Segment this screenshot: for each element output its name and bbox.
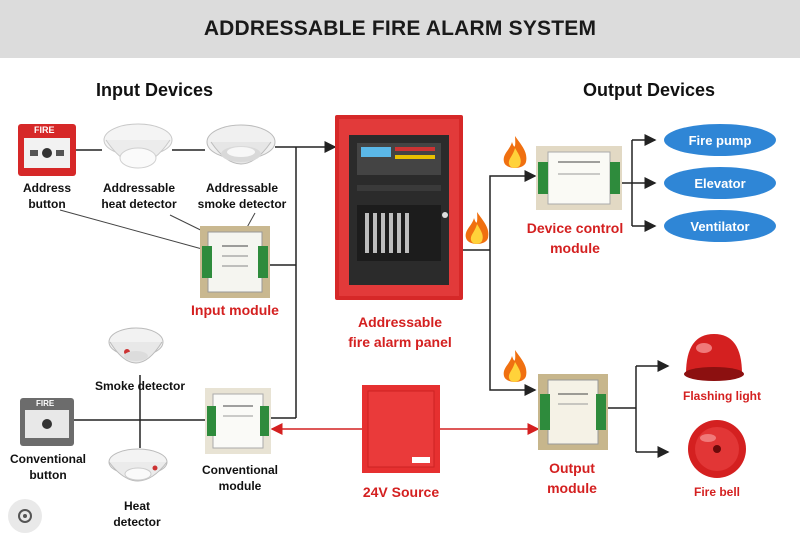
input-module-device <box>200 226 270 303</box>
conv-heat-detector-device <box>107 444 169 499</box>
flame-icon <box>503 350 527 382</box>
smoke-detector-device <box>205 118 277 183</box>
lens-icon[interactable] <box>8 499 42 533</box>
fire-alarm-panel-device <box>335 115 463 305</box>
conventional-module-device <box>205 388 271 459</box>
ventilator-pill: Ventilator <box>664 210 776 242</box>
wire-button-inputmodule <box>59 209 214 253</box>
page-title: ADDRESSABLE FIRE ALARM SYSTEM <box>203 17 597 40</box>
title-bar: ADDRESSABLE FIRE ALARM SYSTEM <box>0 0 800 58</box>
output-module-device <box>538 374 608 455</box>
output-devices-heading: Output Devices <box>583 80 716 100</box>
fire-tag: FIRE <box>34 125 55 135</box>
flame-icon <box>503 136 527 168</box>
wire-to-device-control <box>489 170 537 250</box>
heat-detector-device <box>102 118 174 183</box>
conv-smoke-label: Smoke detector <box>94 379 186 393</box>
wire-to-output-module <box>489 250 537 396</box>
elevator-pill: Elevator <box>664 167 776 199</box>
conventional-button-device: FIRE <box>20 398 74 446</box>
input-devices-heading: Input Devices <box>96 80 214 100</box>
fire-pump-pill: Fire pump <box>664 124 776 156</box>
fire-tag: FIRE <box>36 399 55 408</box>
fire-bell-label: Fire bell <box>693 485 740 499</box>
device-control-module-device <box>536 146 622 215</box>
power-source-label: 24V Source <box>362 484 440 500</box>
conv-smoke-detector-device <box>107 322 165 379</box>
power-supply-device <box>362 379 450 478</box>
flashing-light-device <box>682 330 746 391</box>
input-module-label: Input module <box>191 302 279 318</box>
address-button-device: FIRE <box>18 124 76 176</box>
flame-icon <box>465 212 489 244</box>
fire-bell-device <box>686 418 748 485</box>
flashing-light-label: Flashing light <box>683 389 761 403</box>
